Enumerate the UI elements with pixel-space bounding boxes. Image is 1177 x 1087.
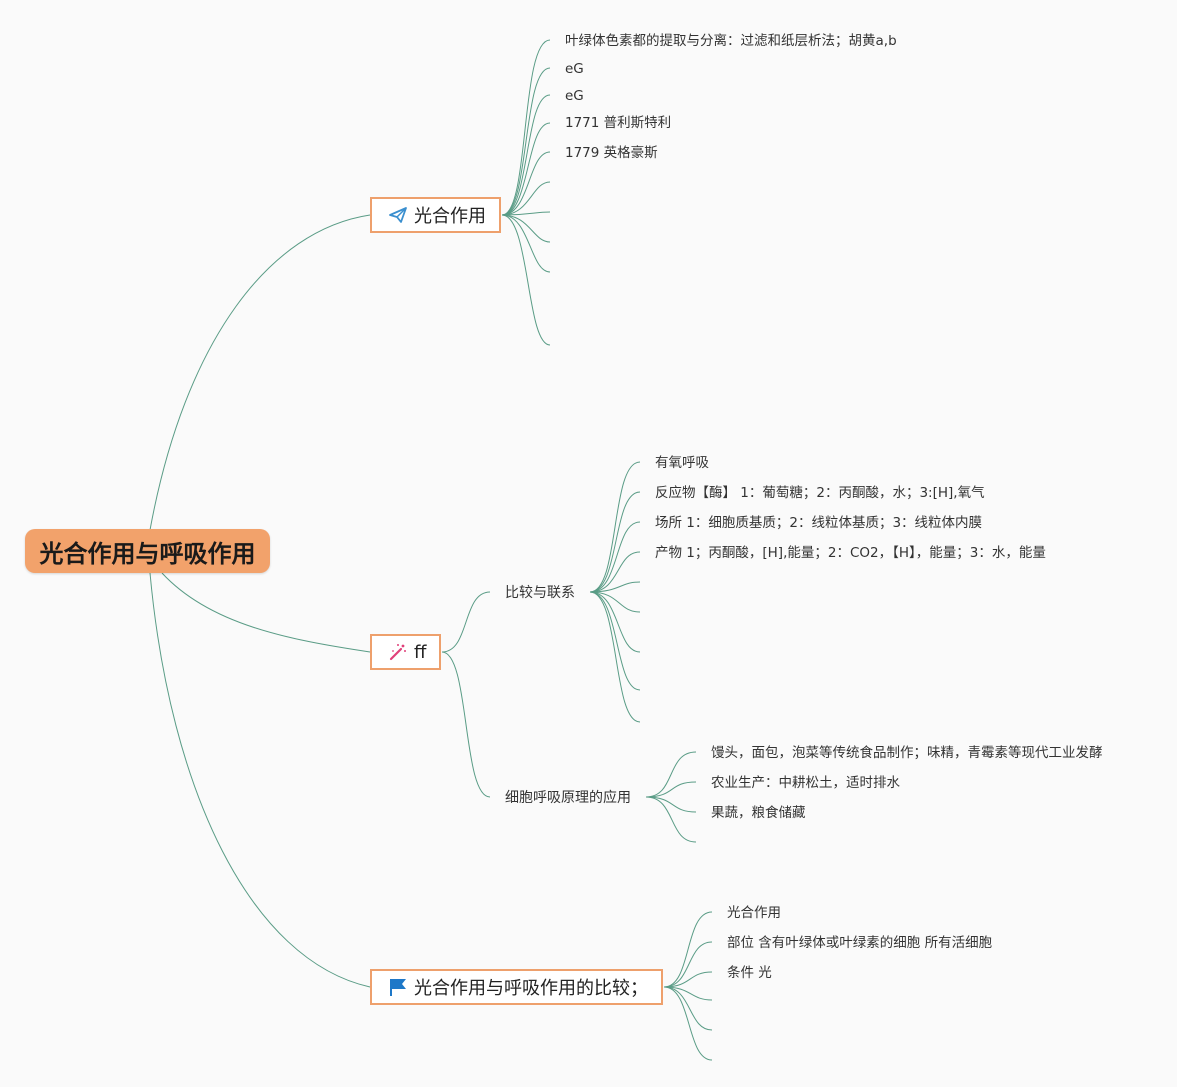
leaf-c1-2[interactable]: 反应物【酶】 1：葡萄糖；2：丙酮酸，水；3:[H],氧气 [655, 485, 985, 501]
link-root-branch-3 [149, 572, 371, 988]
leaf-b1-4[interactable]: 1771 普利斯特利 [565, 115, 672, 131]
leaf-c1-1[interactable]: 有氧呼吸 [655, 455, 709, 471]
leaf-b1-1[interactable]: 叶绿体色素都的提取与分离：过滤和纸层析法；胡黄a,b [565, 33, 897, 49]
branch-ff[interactable]: ff [370, 634, 441, 670]
leaf-c1-4[interactable]: 产物 1；丙酮酸，[H],能量；2：CO2，【H】，能量；3：水，能量 [655, 545, 1046, 561]
leaf-b3-2[interactable]: 部位 含有叶绿体或叶绿素的细胞 所有活细胞 [727, 935, 993, 951]
node-comparison-relation[interactable]: 比较与联系 [505, 585, 575, 601]
magic-wand-icon [388, 642, 408, 662]
leaf-b3-1[interactable]: 光合作用 [727, 905, 781, 921]
branch-label: ff [414, 641, 427, 663]
flag-icon [388, 977, 408, 997]
leaf-c2-2[interactable]: 农业生产：中耕松土，适时排水 [711, 775, 900, 791]
branch-photosynthesis[interactable]: 光合作用 [370, 197, 501, 233]
leaf-c1-3[interactable]: 场所 1：细胞质基质；2：线粒体基质；3：线粒体内膜 [655, 515, 983, 531]
leaf-c2-1[interactable]: 馒头，面包，泡菜等传统食品制作；味精，青霉素等现代工业发酵 [711, 745, 1103, 761]
root-label: 光合作用与呼吸作用 [39, 539, 256, 568]
branch-label: 光合作用 [414, 206, 486, 227]
leaf-c2-3[interactable]: 果蔬，粮食储藏 [711, 805, 806, 821]
node-respiration-application[interactable]: 细胞呼吸原理的应用 [505, 790, 631, 806]
paper-plane-icon [388, 205, 408, 225]
leaf-b3-3[interactable]: 条件 光 [727, 965, 772, 981]
leaf-b1-2[interactable]: eG [565, 61, 584, 77]
branch-comparison[interactable]: 光合作用与呼吸作用的比较； [370, 969, 663, 1005]
leaf-b1-5[interactable]: 1779 英格豪斯 [565, 145, 658, 161]
link-root-branch-1 [149, 214, 371, 531]
link-root-branch-2 [161, 572, 371, 653]
root-node[interactable]: 光合作用与呼吸作用 [25, 529, 270, 573]
leaf-b1-3[interactable]: eG [565, 88, 584, 104]
branch-label: 光合作用与呼吸作用的比较； [414, 978, 648, 999]
